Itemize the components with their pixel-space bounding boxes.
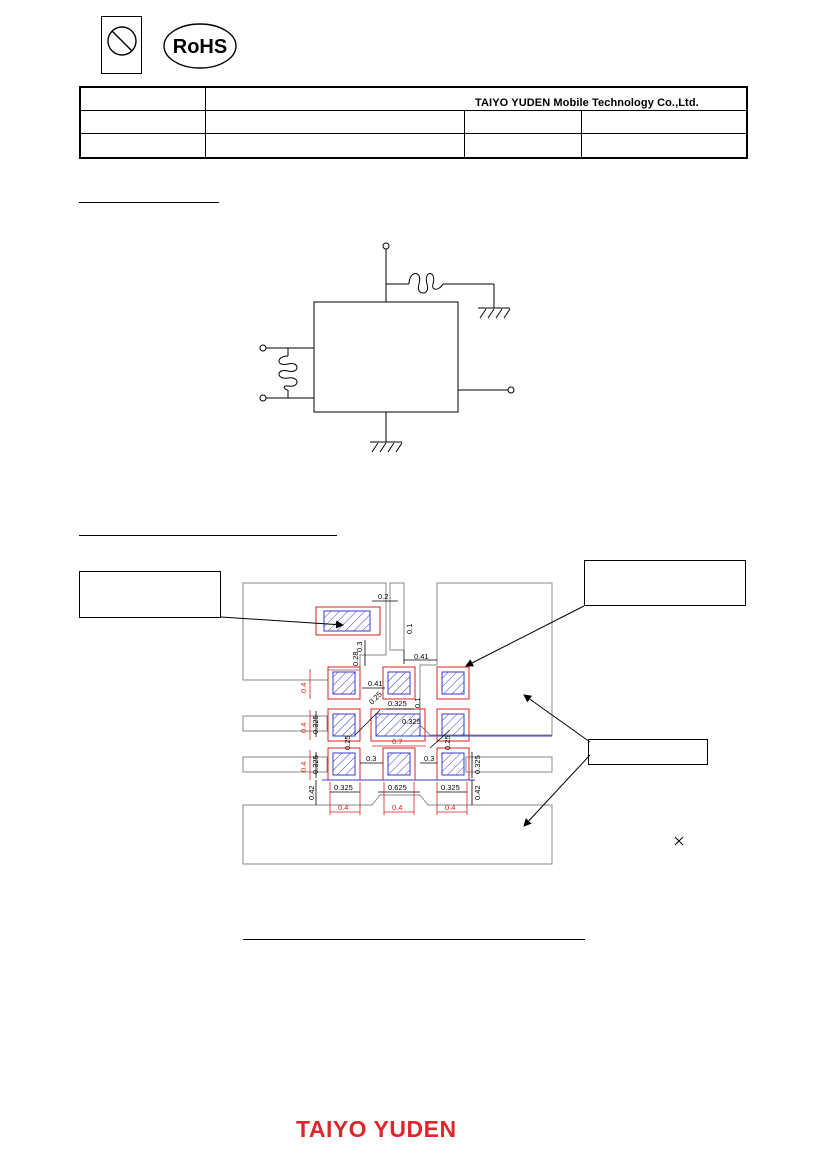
close-icon <box>674 836 684 846</box>
dim-label: 0.625 <box>388 783 407 792</box>
dim-label: 0.3 <box>424 754 434 763</box>
dim-label: 0.325 <box>334 783 353 792</box>
section-1-title-underline <box>79 202 219 203</box>
dim-label: 0.4 <box>299 723 308 733</box>
dim-label: 0.325 <box>388 699 407 708</box>
dim-label: 0.325 <box>311 715 320 734</box>
caption-underline <box>243 939 585 940</box>
dim-label: 0.25 <box>343 735 352 750</box>
dim-label: 0.4 <box>299 762 308 772</box>
circuit-schematic <box>259 242 515 453</box>
section-2-title-underline <box>79 535 337 536</box>
dim-label: 0.325 <box>311 755 320 774</box>
callout-box-right-top <box>584 560 746 606</box>
footer-logo: TAIYO YUDEN <box>296 1116 457 1142</box>
dim-label: 0.3 <box>366 754 376 763</box>
dim-label: 0.4 <box>299 683 308 693</box>
dim-label: 0.28 <box>351 651 360 666</box>
dim-label: 0.42 <box>473 785 482 800</box>
dim-label: 0.7 <box>392 737 402 746</box>
prohibition-icon <box>107 26 137 56</box>
dim-label: 0.325 <box>473 755 482 774</box>
callout-box-right-bottom <box>588 739 708 765</box>
dim-label: 0.1 <box>413 698 422 708</box>
company-name: TAIYO YUDEN Mobile Technology Co.,Ltd. <box>475 97 699 109</box>
prohibition-mark <box>101 16 142 74</box>
dim-label: 0.25 <box>443 735 452 750</box>
dim-label: 0.1 <box>405 624 414 634</box>
dim-label: 0.41 <box>368 679 383 688</box>
dim-label: 0.3 <box>355 642 364 652</box>
dim-label: 0.42 <box>307 785 316 800</box>
rohs-label: RoHS <box>173 36 227 58</box>
rohs-mark: RoHS <box>162 22 238 70</box>
dim-label: 0.4 <box>445 803 455 812</box>
dim-label: 0.4 <box>338 803 348 812</box>
dim-label: 0.325 <box>441 783 460 792</box>
dim-label: 0.4 <box>392 803 402 812</box>
dim-label: 0.25 <box>367 690 384 707</box>
dim-label: 0.41 <box>414 652 429 661</box>
header-table: TAIYO YUDEN Mobile Technology Co.,Ltd. <box>79 86 748 159</box>
dim-label: 0.2 <box>378 592 388 601</box>
dim-label: 0.325 <box>402 717 421 726</box>
callout-box-left <box>79 571 221 618</box>
